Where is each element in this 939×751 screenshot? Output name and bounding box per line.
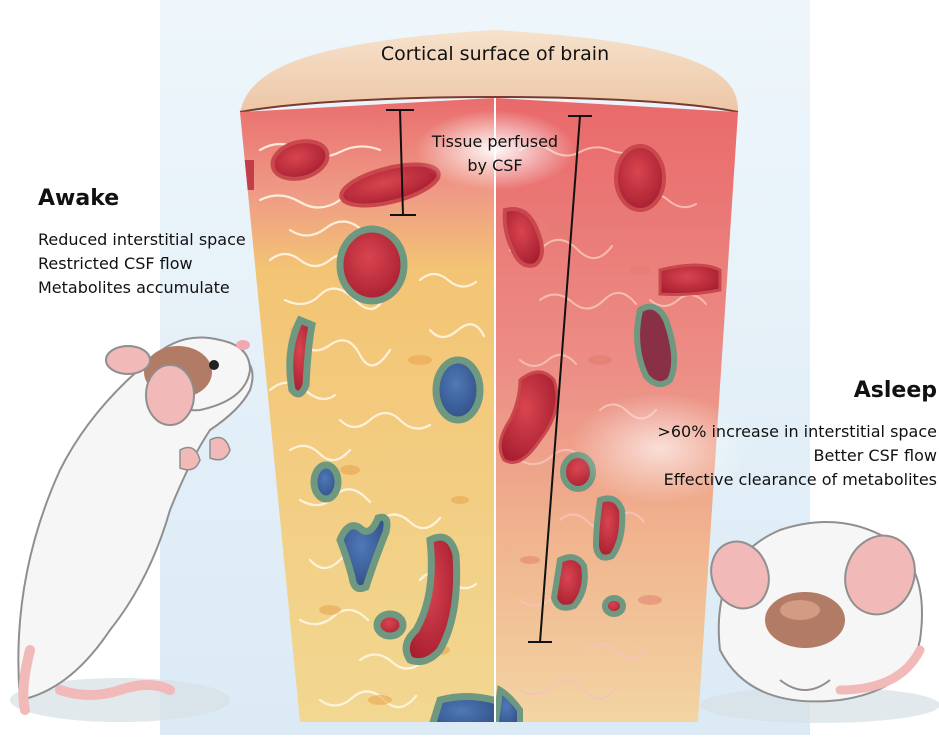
asleep-mouse-icon xyxy=(700,521,939,723)
label-glow xyxy=(570,393,750,503)
asleep-title: Asleep xyxy=(853,378,937,403)
measure-bar-icon xyxy=(386,109,416,216)
asleep-line-1: >60% increase in interstitial space xyxy=(657,422,937,441)
surface-label: Cortical surface of brain xyxy=(380,43,610,65)
awake-line-1: Reduced interstitial space xyxy=(38,230,246,249)
awake-line-3: Metabolites accumulate xyxy=(38,278,230,297)
measure-bar-icon xyxy=(528,115,592,643)
awake-mouse-icon xyxy=(10,336,254,722)
awake-title: Awake xyxy=(38,186,120,211)
perfused-label-line2: by CSF xyxy=(467,156,523,175)
label-glow xyxy=(415,110,575,190)
asleep-line-3: Effective clearance of metabolites xyxy=(663,470,937,489)
asleep-line-2: Better CSF flow xyxy=(813,446,937,465)
cortical-surface xyxy=(240,30,739,112)
awake-line-2: Restricted CSF flow xyxy=(38,254,193,273)
perfused-label-line1: Tissue perfused xyxy=(431,132,559,151)
surface-edge xyxy=(239,96,739,113)
